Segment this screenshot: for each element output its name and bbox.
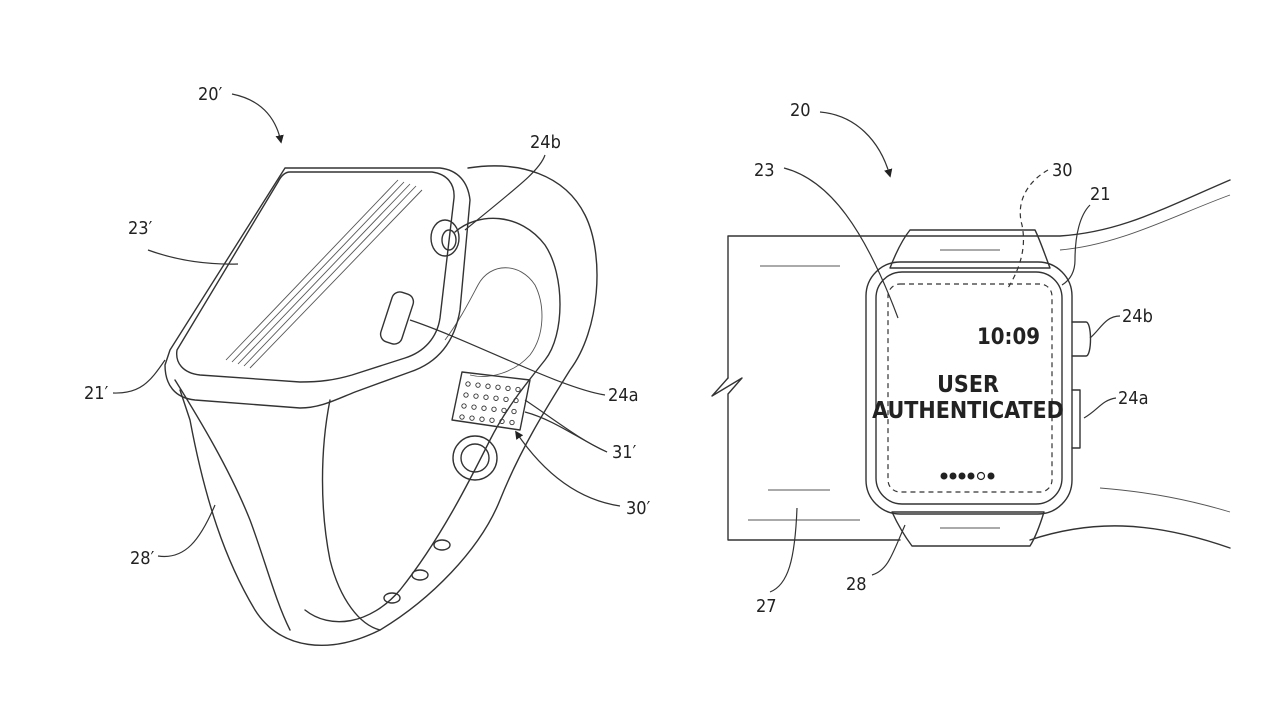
sensor-dot bbox=[469, 415, 475, 421]
leader-20 bbox=[819, 111, 893, 178]
label-30: 30 bbox=[1052, 160, 1073, 181]
sensor-dot bbox=[501, 407, 507, 414]
wrist-lower-outline bbox=[1029, 525, 1231, 549]
band-hole bbox=[433, 539, 451, 551]
sensor-dot bbox=[485, 383, 491, 389]
leader-24b-right bbox=[1089, 315, 1121, 339]
left-band-front bbox=[174, 379, 291, 631]
label-31prime: 31′ bbox=[612, 442, 637, 463]
band-hole bbox=[411, 569, 429, 581]
right-watch-figure: 10:09 USER AUTHENTICATED 20 23 30 21 24b… bbox=[711, 100, 1231, 617]
sensor-dot bbox=[493, 395, 499, 401]
label-23prime: 23′ bbox=[128, 218, 153, 239]
sensor-dot bbox=[515, 386, 521, 393]
leader-23 bbox=[783, 167, 899, 319]
leader-24a-left bbox=[409, 319, 606, 396]
left-side-button bbox=[379, 291, 415, 345]
leader-28 bbox=[871, 524, 906, 576]
sensor-dot bbox=[475, 382, 481, 388]
sensor-dot bbox=[473, 393, 479, 399]
leader-23prime bbox=[147, 249, 239, 265]
arm-lower-contour bbox=[1099, 487, 1231, 513]
band-hole bbox=[383, 592, 401, 604]
wrist-outline bbox=[727, 179, 1231, 379]
label-24b-right: 24b bbox=[1122, 306, 1153, 327]
wrist-break-symbol bbox=[711, 377, 901, 541]
left-band-outer bbox=[179, 165, 598, 646]
leader-20prime bbox=[231, 93, 284, 144]
label-23: 23 bbox=[754, 160, 775, 181]
leader-24b-left bbox=[464, 154, 546, 231]
label-24a-right: 24a bbox=[1118, 388, 1149, 409]
band-stud-outer bbox=[452, 435, 498, 481]
screen-time: 10:09 bbox=[977, 325, 1040, 350]
label-30prime: 30′ bbox=[626, 498, 651, 519]
sensor-dot bbox=[509, 419, 515, 426]
left-crown-cap bbox=[441, 229, 457, 251]
sensor-dot bbox=[489, 417, 495, 423]
left-watch-figure: 20′ 23′ 24b 21′ 24a 31′ 30′ 28′ bbox=[84, 84, 651, 646]
leader-31prime-a bbox=[524, 399, 608, 453]
label-24a-left: 24a bbox=[608, 385, 639, 406]
label-21: 21 bbox=[1090, 184, 1111, 205]
sensor-dot bbox=[461, 403, 467, 409]
display-glare bbox=[225, 179, 423, 369]
label-28prime: 28′ bbox=[130, 548, 155, 569]
sensor-dot bbox=[491, 406, 497, 412]
label-20: 20 bbox=[790, 100, 811, 121]
screen-page-indicator bbox=[940, 471, 995, 481]
wrist-shading bbox=[748, 249, 1000, 529]
sensor-dot bbox=[463, 392, 469, 398]
sensor-dot bbox=[481, 405, 487, 411]
leader-24a-right bbox=[1083, 397, 1117, 419]
label-21prime: 21′ bbox=[84, 383, 109, 404]
screen-message-line2: AUTHENTICATED bbox=[872, 398, 1064, 424]
leader-31prime-b bbox=[524, 411, 608, 453]
sensor-dot bbox=[471, 404, 477, 410]
left-display-surface bbox=[176, 171, 455, 383]
sensor-dot bbox=[479, 416, 485, 422]
right-watch-bezel bbox=[875, 271, 1063, 505]
sensor-dot bbox=[503, 396, 509, 403]
band-stud-inner bbox=[460, 443, 490, 473]
sensor-dot bbox=[483, 394, 489, 400]
leader-30prime bbox=[515, 430, 621, 507]
right-side-button bbox=[1071, 389, 1081, 449]
left-watch-body bbox=[164, 167, 471, 409]
right-band-bottom bbox=[891, 511, 1045, 547]
sensor-dot bbox=[505, 385, 511, 392]
right-band-top bbox=[889, 229, 1051, 269]
sensor-dot bbox=[511, 408, 517, 415]
sensor-dot bbox=[459, 414, 465, 420]
right-crown bbox=[1071, 321, 1092, 357]
label-27: 27 bbox=[756, 596, 777, 617]
left-band-inner bbox=[304, 217, 561, 623]
sensor-dot bbox=[513, 397, 519, 404]
leader-21prime bbox=[112, 359, 166, 394]
arm-upper-contour bbox=[1059, 194, 1231, 251]
right-watch-case bbox=[865, 261, 1073, 515]
leader-30 bbox=[1007, 169, 1049, 289]
leader-27 bbox=[769, 507, 798, 593]
left-crown bbox=[430, 219, 460, 257]
leader-21 bbox=[1061, 204, 1091, 286]
left-band-edge bbox=[444, 267, 543, 377]
label-24b-left: 24b bbox=[530, 132, 561, 153]
leader-28prime bbox=[157, 504, 216, 558]
left-band-front-2 bbox=[321, 399, 381, 631]
screen-message-line1: USER bbox=[937, 372, 999, 398]
left-sensor-patch bbox=[451, 371, 531, 431]
label-20prime: 20′ bbox=[198, 84, 223, 105]
label-28: 28 bbox=[846, 574, 867, 595]
sensor-dot bbox=[499, 418, 505, 425]
sensor-dot bbox=[465, 381, 471, 387]
right-sensor-region-dashed bbox=[887, 283, 1053, 493]
sensor-dot bbox=[495, 384, 501, 390]
